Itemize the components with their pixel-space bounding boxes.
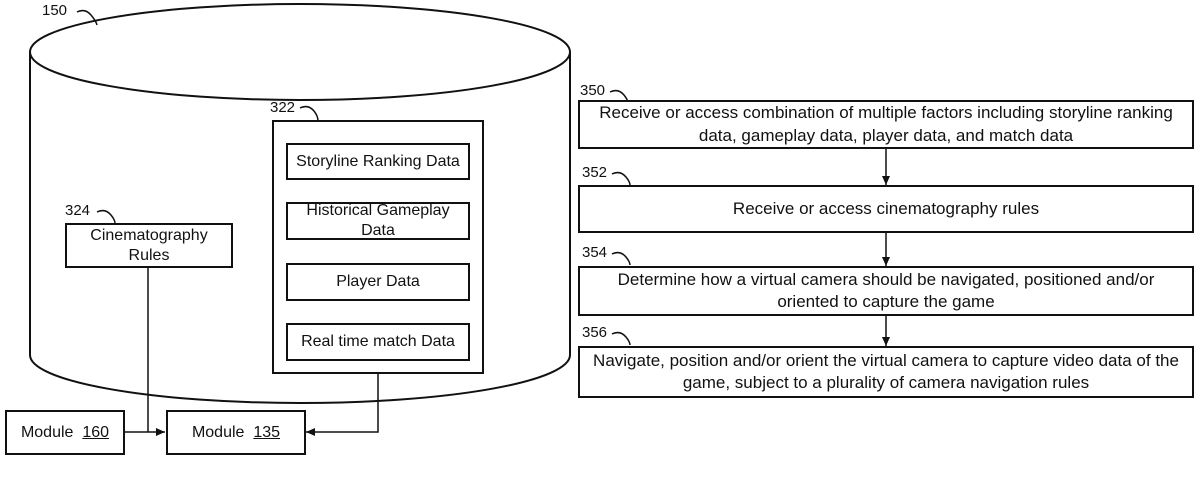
ref-324: 324: [65, 202, 90, 219]
ref-354: 354: [582, 244, 607, 261]
flow-step-354: Determine how a virtual camera should be…: [578, 266, 1194, 316]
ref-356: 356: [582, 324, 607, 341]
ref-350: 350: [580, 82, 605, 99]
flow-step-356: Navigate, position and/or orient the vir…: [578, 346, 1194, 398]
module-135-prefix: Module: [192, 423, 244, 443]
module-160-number: 160: [82, 423, 109, 443]
player-data-box: Player Data: [286, 263, 470, 301]
cinematography-rules-box: Cinematography Rules: [65, 223, 233, 268]
flow-step-350: Receive or access combination of multipl…: [578, 100, 1194, 149]
module-135-box: Module 135: [166, 410, 306, 455]
flow-step-352: Receive or access cinematography rules: [578, 185, 1194, 233]
module-160-prefix: Module: [21, 423, 73, 443]
historical-gameplay-data-box: Historical Gameplay Data: [286, 202, 470, 240]
real-time-match-data-box: Real time match Data: [286, 323, 470, 361]
ref-352: 352: [582, 164, 607, 181]
module-160-box: Module 160: [5, 410, 125, 455]
module-135-number: 135: [253, 423, 280, 443]
storyline-ranking-data-box: Storyline Ranking Data: [286, 143, 470, 180]
ref-150: 150: [42, 2, 67, 19]
ref-322: 322: [270, 99, 295, 116]
